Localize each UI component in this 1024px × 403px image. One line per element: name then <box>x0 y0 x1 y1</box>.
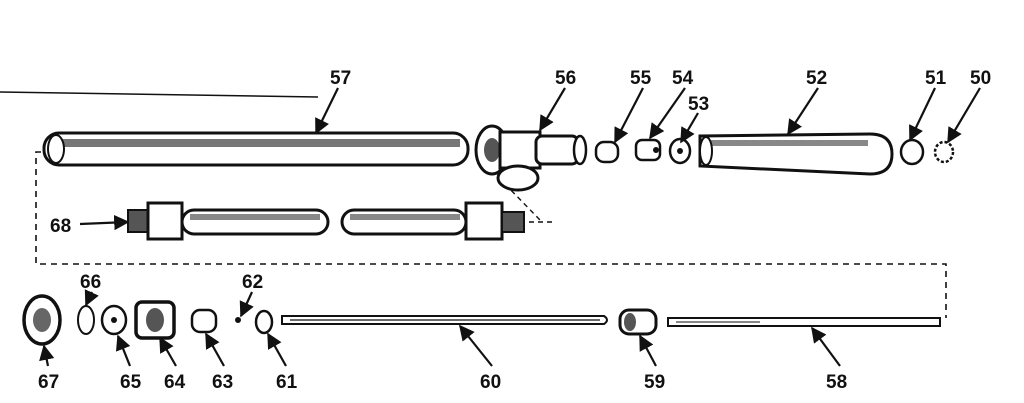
part-68-hose <box>127 201 525 241</box>
assembly-dashed-path <box>35 151 947 318</box>
part-label-61: 61 <box>276 372 298 393</box>
part-label-67: 67 <box>38 372 59 393</box>
part-label-53: 53 <box>688 94 709 115</box>
part-51-cap <box>899 138 925 166</box>
margin-line <box>0 91 319 98</box>
assembly-dashed-path-2 <box>504 183 556 223</box>
part-label-54: 54 <box>672 68 694 89</box>
part-60-rod <box>281 315 608 325</box>
part-58-wand <box>667 317 941 327</box>
part-53-washer <box>668 137 692 165</box>
part-label-60: 60 <box>480 372 501 393</box>
part-label-62: 62 <box>242 272 263 293</box>
part-label-58: 58 <box>826 372 847 393</box>
part-label-59: 59 <box>644 372 665 393</box>
part-59-nozzle-nut <box>618 308 658 336</box>
part-label-63: 63 <box>212 372 233 393</box>
part-65-washer <box>100 304 128 336</box>
part-label-68: 68 <box>50 216 71 237</box>
part-62-ball <box>235 317 241 323</box>
part-52-handle <box>698 132 894 176</box>
part-label-66: 66 <box>80 272 101 293</box>
part-66-washer <box>77 305 95 335</box>
part-55-bushing <box>594 140 620 164</box>
part-label-51: 51 <box>925 68 947 89</box>
leader-lines <box>39 87 981 367</box>
part-label-57: 57 <box>330 68 351 89</box>
part-56-elbow-fitting <box>474 124 588 192</box>
part-label-56: 56 <box>555 68 576 89</box>
part-61-seal <box>254 309 274 335</box>
part-50-nut <box>933 140 955 164</box>
part-67-cap-nut <box>22 294 62 346</box>
part-64-fitting <box>134 300 176 340</box>
part-label-64: 64 <box>164 372 186 393</box>
part-63-ferrule <box>190 308 218 334</box>
part-label-65: 65 <box>120 372 142 393</box>
part-label-52: 52 <box>806 68 827 89</box>
part-label-50: 50 <box>970 68 991 89</box>
part-54-nut <box>634 138 662 162</box>
part-label-55: 55 <box>630 68 652 89</box>
part-57-tube <box>42 131 470 167</box>
